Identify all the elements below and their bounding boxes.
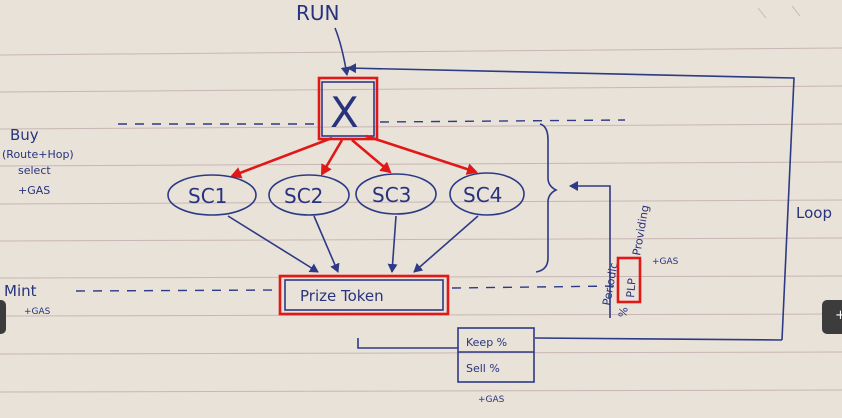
mint-dashed-line-left [75, 289, 281, 292]
run-arrow [334, 27, 351, 76]
percent-label: % [616, 306, 631, 319]
paper-rules [0, 5, 842, 393]
x-node-label: X [330, 88, 359, 137]
prize-token-highlight [278, 274, 450, 316]
sc4-label: SC4 [463, 183, 502, 207]
mint-to-keep-path [357, 338, 458, 349]
keep-to-loop-path [534, 337, 783, 341]
plp-return-arrow [569, 181, 611, 318]
buy-label: Buy [10, 126, 39, 144]
prize-token-label: Prize Token [300, 287, 384, 305]
buy-gas-label: +GAS [18, 184, 50, 197]
sc3-label: SC3 [372, 183, 411, 207]
buy-dashed-line-right [379, 119, 626, 123]
x-box-ink [321, 81, 375, 137]
sc3-node [355, 173, 437, 215]
run-label: RUN [296, 1, 340, 25]
buy-mint-bracket [535, 123, 558, 273]
sc1-node [167, 174, 257, 216]
sc-to-prize-arrows [227, 215, 479, 273]
sc4-node [449, 172, 525, 216]
route-hop-label: (Route+Hop) [2, 148, 74, 161]
right-gas-label: +GAS [652, 257, 679, 267]
x-box-highlight [317, 76, 379, 141]
bottom-gas-label: +GAS [478, 395, 505, 405]
plp-highlight [616, 256, 642, 304]
plp-label: PLP [624, 277, 639, 298]
mint-dashed-line-right [451, 285, 619, 289]
keep-sell-box [457, 327, 535, 383]
mint-gas-label: +GAS [24, 307, 51, 317]
mint-label: Mint [4, 282, 37, 300]
right-edge-button[interactable]: + [822, 300, 842, 334]
sc2-label: SC2 [284, 184, 323, 208]
sc2-node [268, 174, 350, 216]
x-to-sc-arrows [230, 134, 478, 179]
select-label: select [18, 164, 51, 177]
left-edge-tab[interactable] [0, 300, 6, 334]
loop-label: Loop [796, 204, 832, 222]
sell-label: Sell % [466, 362, 500, 375]
prize-token-box-ink [284, 279, 444, 311]
keep-label: Keep % [466, 336, 507, 349]
sc1-label: SC1 [188, 184, 227, 208]
loop-path [347, 63, 795, 341]
providing-label: Providing [630, 204, 652, 256]
plus-icon: + [835, 308, 842, 323]
